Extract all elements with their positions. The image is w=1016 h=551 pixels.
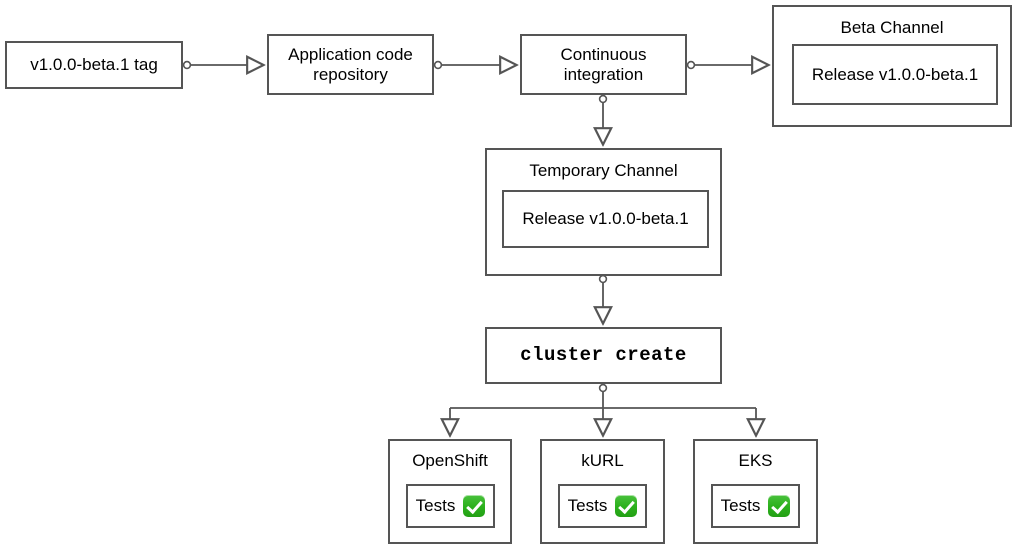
group-beta-channel-title: Beta Channel <box>840 18 944 37</box>
eks-tests-label: Tests <box>720 496 761 515</box>
check-green-icon <box>615 495 638 517</box>
edge-ci-to-beta-channel <box>686 62 767 69</box>
group-target-openshift-title: OpenShift <box>412 451 488 470</box>
group-temporary-channel-title: Temporary Channel <box>529 161 678 180</box>
node-cluster-create-label: cluster create <box>520 343 687 366</box>
eks-tests-box[interactable]: Tests <box>711 484 800 528</box>
group-target-kurl[interactable]: kURL Tests <box>540 439 665 544</box>
node-continuous-integration-label: Continuous integration <box>560 44 647 84</box>
beta-channel-release-label: Release v1.0.0-beta.1 <box>811 64 979 84</box>
kurl-tests-box[interactable]: Tests <box>558 484 647 528</box>
group-target-openshift[interactable]: OpenShift Tests <box>388 439 512 544</box>
group-temporary-channel[interactable]: Temporary Channel Release v1.0.0-beta.1 <box>485 148 722 276</box>
openshift-tests-label: Tests <box>415 496 456 515</box>
group-target-kurl-title: kURL <box>581 451 624 470</box>
node-application-code-repository[interactable]: Application code repository <box>267 34 434 95</box>
edge-temporary-channel-to-cluster-create <box>600 274 607 322</box>
beta-channel-release-box[interactable]: Release v1.0.0-beta.1 <box>792 44 998 105</box>
node-version-tag[interactable]: v1.0.0-beta.1 tag <box>5 41 183 89</box>
temporary-channel-release-label: Release v1.0.0-beta.1 <box>522 209 689 228</box>
group-target-eks[interactable]: EKS Tests <box>693 439 818 544</box>
edge-tag-to-repo <box>182 62 262 69</box>
group-beta-channel[interactable]: Beta Channel Release v1.0.0-beta.1 <box>772 5 1012 127</box>
node-continuous-integration[interactable]: Continuous integration <box>520 34 687 95</box>
check-green-icon <box>768 495 791 517</box>
node-application-code-repository-label: Application code repository <box>288 44 413 84</box>
temporary-channel-release-box[interactable]: Release v1.0.0-beta.1 <box>502 190 709 248</box>
node-version-tag-label: v1.0.0-beta.1 tag <box>30 55 158 75</box>
check-green-icon <box>463 495 486 517</box>
kurl-tests-label: Tests <box>567 496 608 515</box>
node-cluster-create[interactable]: cluster create <box>485 327 722 384</box>
edge-cluster-create-to-targets <box>450 383 756 434</box>
openshift-tests-box[interactable]: Tests <box>406 484 495 528</box>
edge-repo-to-ci <box>433 62 515 69</box>
group-target-eks-title: EKS <box>738 451 773 470</box>
edge-ci-to-temporary-channel <box>600 94 607 143</box>
